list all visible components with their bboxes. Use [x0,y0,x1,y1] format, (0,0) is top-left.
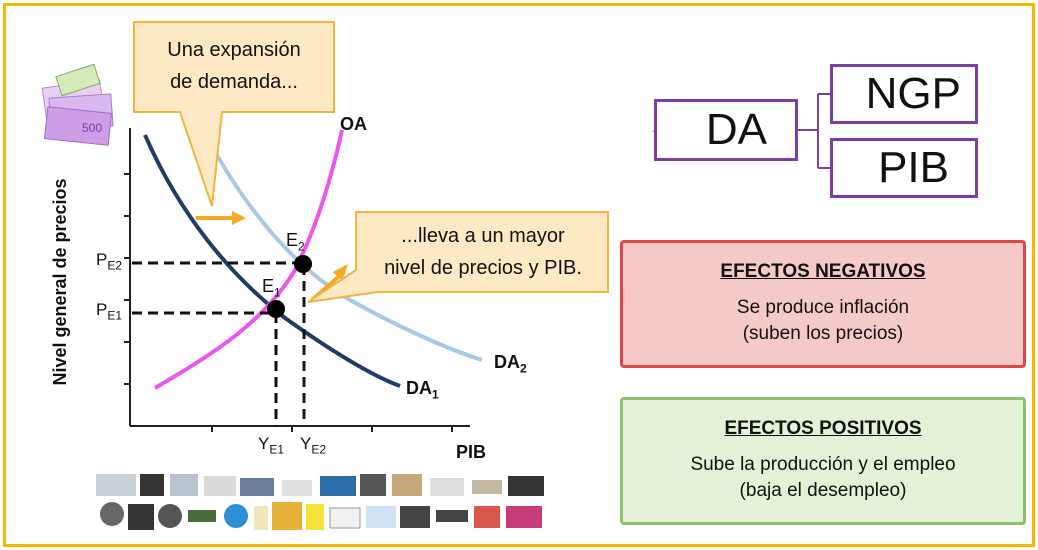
da2-label: DA2 [494,352,527,376]
callout-expansion-line2: de demanda... [170,71,298,93]
money-icon: 500 [41,63,114,146]
x-ticks [211,426,453,432]
negative-effects-line2: (suben los precios) [742,323,904,344]
positive-effects-line1: Sube la producción y el empleo [690,454,956,475]
oa-curve [153,129,344,390]
positive-effects-body: Sube la producción y el empleo (baja el … [690,452,955,504]
pe1-label: PE1 [96,300,123,323]
flow-box-ngp: NGP [830,64,978,124]
guide-lines [132,261,306,426]
callout-result [307,211,609,303]
callout-result-line2: nivel de precios y PIB. [384,257,582,279]
negative-effects-body: Se produce inflación (suben los precios) [737,295,909,347]
callout-result-line1: ...lleva a un mayor [401,225,565,247]
x-axis-label: PIB [456,442,487,462]
positive-effects-box: EFECTOS POSITIVOS Sube la producción y e… [620,397,1026,525]
e2-label: E2 [286,230,305,254]
ye1-label: YE1 [258,434,285,457]
positive-effects-title: EFECTOS POSITIVOS [724,418,922,439]
equilibrium-point-e1 [267,300,285,318]
flow-box-pib: PIB [830,138,978,198]
positive-effects-line2: (baja el desempleo) [739,480,907,501]
y-ticks [124,173,130,385]
negative-effects-box: EFECTOS NEGATIVOS Se produce inflación (… [620,240,1026,368]
callout-expansion-line1: Una expansión [167,39,301,61]
negative-effects-line1: Se produce inflación [736,297,910,318]
flow-da-label: DA [705,105,767,154]
flow-ngp-label: NGP [865,69,961,118]
oa-label: OA [340,114,367,134]
flow-box-da: DA [654,99,798,161]
negative-effects-title: EFECTOS NEGATIVOS [720,261,926,282]
y-axis-label: Nivel general de precios [50,178,70,386]
flow-pib-label: PIB [878,143,949,192]
callout-expansion-text: Una expansión de demanda... [134,34,334,98]
pe2-label: PE2 [96,250,123,273]
products-collage-icon [96,474,544,530]
ye2-label: YE2 [300,434,327,457]
da2-curve [204,134,483,362]
da1-label: DA1 [406,378,439,402]
svg-text:500: 500 [82,121,102,135]
slide-frame [3,3,1035,547]
callout-result-text: ...lleva a un mayor nivel de precios y P… [358,220,608,284]
callout-expansion [133,21,335,207]
shift-arrow-icon [196,211,246,225]
equilibrium-point-e2 [294,255,312,273]
e1-label: E1 [262,276,281,300]
flow-connector [798,93,830,169]
